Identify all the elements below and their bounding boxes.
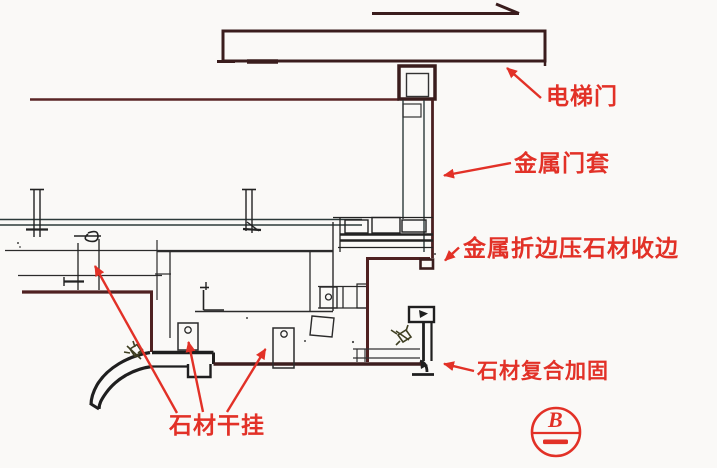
hanger-bolt-left	[26, 188, 48, 237]
wall-framing	[155, 222, 367, 338]
section-mark-dash	[543, 439, 568, 445]
l-bracket	[200, 282, 224, 311]
leader-arrows	[93, 67, 542, 414]
stray-dots	[17, 242, 436, 344]
stone-sill	[152, 348, 421, 379]
label-stone-composite-reinforcement: 石材复合加固	[477, 360, 609, 383]
elevator-door-panel	[217, 29, 547, 66]
anchor-plate-middle	[272, 327, 295, 369]
leader-elevator-door	[506, 67, 542, 99]
leader-dry-hang-2	[185, 341, 205, 413]
door-head-frame	[397, 64, 437, 101]
hanger-bolt-right	[242, 188, 262, 233]
metal-fold-trim	[419, 258, 435, 270]
curved-stone-edge	[89, 350, 153, 411]
section-mark: B	[530, 406, 582, 458]
junction-band	[333, 216, 433, 309]
anchor-plate-right	[309, 286, 344, 338]
finish-face-left	[22, 290, 153, 352]
weld-burst-right	[390, 324, 413, 346]
leader-dry-hang-3	[225, 348, 267, 413]
section-mark-letter: B	[547, 407, 563, 432]
ceiling-hanger-clip	[63, 230, 101, 290]
finish-face-right	[366, 257, 430, 362]
slide-direction-arrow	[372, 2, 520, 15]
label-metal-fold-stone-trim: 金属折边压石材收边	[463, 235, 679, 261]
leader-reinforcement	[443, 361, 475, 373]
anchor-plate-left	[177, 322, 199, 351]
ceiling-slab-line	[0, 218, 362, 226]
leader-fold-trim	[444, 246, 460, 262]
ceiling-furring-lines	[5, 249, 333, 277]
metal-door-casing	[402, 100, 434, 258]
leader-dry-hang-1	[93, 265, 179, 414]
leader-metal-casing	[443, 161, 512, 179]
label-metal-door-casing: 金属门套	[514, 150, 610, 176]
label-stone-dry-hanging: 石材干挂	[169, 412, 265, 438]
label-elevator-door: 电梯门	[546, 83, 618, 109]
stone-return-edge	[407, 305, 436, 376]
